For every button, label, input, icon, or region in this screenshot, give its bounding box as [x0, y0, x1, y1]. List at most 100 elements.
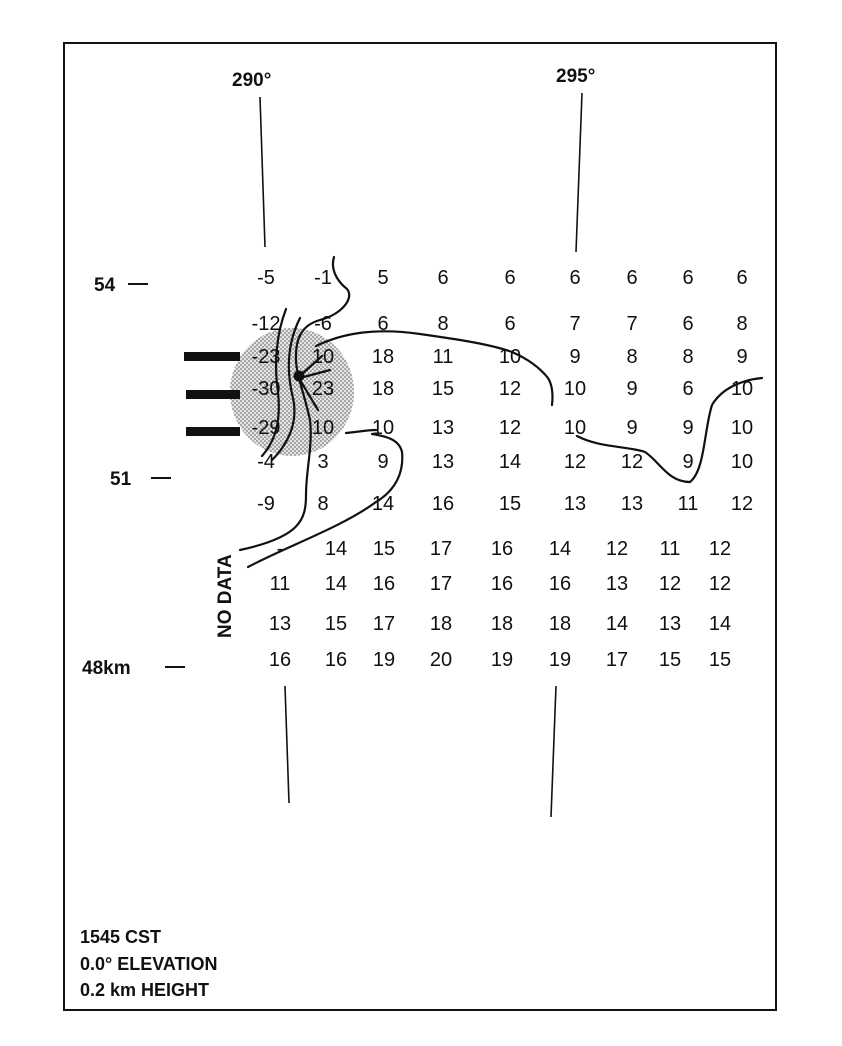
grid-value: 19	[491, 649, 513, 671]
grid-value: 12	[564, 451, 586, 473]
grid-value: 10	[731, 417, 753, 439]
grid-value: 12	[606, 538, 628, 560]
thick-bar	[184, 352, 240, 361]
range-label-54: 54	[94, 275, 116, 296]
grid-value: 16	[373, 573, 395, 595]
grid-value: 12	[709, 538, 731, 560]
contour-line	[260, 307, 288, 458]
contour-line	[238, 255, 351, 552]
grid-value: 16	[491, 538, 513, 560]
grid-value: 11	[678, 493, 699, 515]
grid-value: 7	[626, 313, 637, 335]
grid-value: 12	[731, 493, 753, 515]
grid-value: 16	[432, 493, 454, 515]
grid-value: 13	[269, 613, 291, 635]
grid-value: 13	[564, 493, 586, 515]
grid-value: 6	[569, 267, 580, 289]
azimuth-label-290: 290°	[232, 70, 271, 91]
grid-value: 16	[325, 649, 347, 671]
thick-bar	[186, 427, 240, 436]
grid-value: 9	[626, 417, 637, 439]
grid-value: 19	[373, 649, 395, 671]
grid-value: 6	[437, 267, 448, 289]
grid-value: 17	[373, 613, 395, 635]
grid-value: 3	[317, 451, 328, 473]
grid-value: 8	[682, 346, 693, 368]
azimuth-line-295-bottom	[550, 685, 557, 818]
grid-value: 18	[549, 613, 571, 635]
grid-value: 10	[312, 346, 334, 368]
grid-value: 23	[312, 378, 334, 400]
grid-value: 5	[377, 267, 388, 289]
grid-value: 20	[430, 649, 452, 671]
grid-value: 15	[432, 378, 454, 400]
range-label-48km: 48km	[82, 658, 131, 679]
grid-value: -30	[252, 378, 281, 400]
grid-value: 15	[373, 538, 395, 560]
grid-value: 17	[606, 649, 628, 671]
grid-value: 9	[377, 451, 388, 473]
grid-value: 15	[325, 613, 347, 635]
diagram-frame	[63, 42, 777, 1011]
grid-value: 8	[317, 493, 328, 515]
azimuth-label-295: 295°	[556, 66, 595, 87]
grid-value: 10	[564, 417, 586, 439]
grid-value: 10	[731, 451, 753, 473]
grid-value: 6	[682, 378, 693, 400]
grid-value: -4	[257, 451, 275, 473]
grid-value: 14	[325, 538, 347, 560]
no-data-label: NO DATA	[215, 554, 236, 638]
contour-lines	[238, 255, 764, 569]
grid-value: 13	[606, 573, 628, 595]
azimuth-line-295-top	[575, 92, 583, 253]
grid-value: 6	[682, 313, 693, 335]
azimuth-line-290-bottom	[284, 685, 290, 804]
grid-value: -23	[252, 346, 281, 368]
contour-line	[246, 432, 404, 569]
contour-line	[298, 378, 320, 412]
grid-value: -6	[314, 313, 332, 335]
grid-value: 16	[491, 573, 513, 595]
grid-value: 6	[682, 267, 693, 289]
grid-value: 12	[659, 573, 681, 595]
contour-line	[314, 330, 554, 407]
grid-value: 14	[499, 451, 521, 473]
grid-value: -1	[314, 267, 332, 289]
grid-value: 18	[372, 346, 394, 368]
grid-value: 18	[430, 613, 452, 635]
thick-bar	[186, 390, 240, 399]
grid-value: 17	[430, 573, 452, 595]
contour-line	[575, 376, 764, 484]
grid-value: 8	[626, 346, 637, 368]
footer-elevation: 0.0° ELEVATION	[80, 954, 218, 974]
grid-value: 15	[659, 649, 681, 671]
contour-line	[344, 428, 378, 435]
grid-value: 12	[621, 451, 643, 473]
grid-value: 10	[564, 378, 586, 400]
grid-value: -9	[257, 493, 275, 515]
footer-height: 0.2 km HEIGHT	[80, 980, 209, 1000]
grid-value: 6	[626, 267, 637, 289]
contour-line	[270, 316, 302, 462]
grid-value: 14	[372, 493, 394, 515]
grid-value: 14	[325, 573, 347, 595]
grid-value: 14	[549, 538, 571, 560]
grid-value: 16	[269, 649, 291, 671]
grid-value: 12	[499, 378, 521, 400]
azimuth-line-290-top	[259, 96, 266, 248]
grid-value: 8	[437, 313, 448, 335]
grid-value: 11	[270, 573, 291, 595]
cell-center-marker	[293, 370, 305, 382]
grid-value: 9	[682, 451, 693, 473]
grid-value: 16	[549, 573, 571, 595]
grid-value: 15	[499, 493, 521, 515]
grid-value: 13	[659, 613, 681, 635]
footer-time: 1545 CST	[80, 927, 161, 947]
range-label-51: 51	[110, 469, 132, 490]
grid-value: 13	[621, 493, 643, 515]
grid-value: 9	[682, 417, 693, 439]
contour-line	[298, 368, 332, 380]
grid-value: -12	[252, 313, 281, 335]
grid-value: -5	[257, 267, 275, 289]
